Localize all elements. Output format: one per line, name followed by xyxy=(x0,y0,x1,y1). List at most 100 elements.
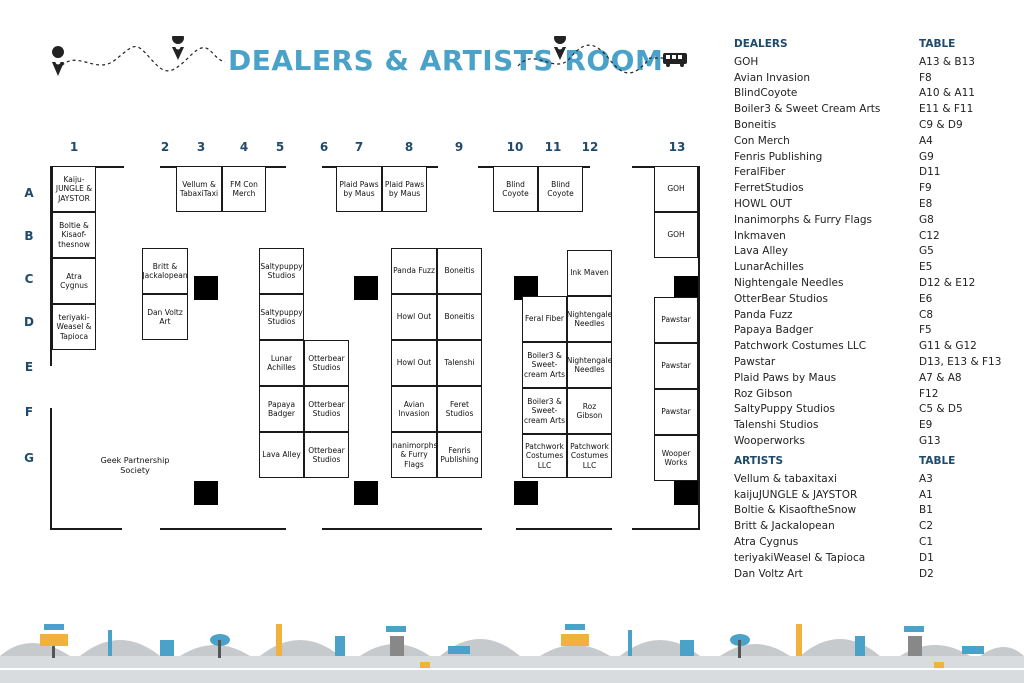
booth-a3[interactable]: Vellum & TabaxiTaxi xyxy=(176,166,222,212)
dealer-name: OtterBear Studios xyxy=(734,292,828,305)
dealer-name: LunarAchilles xyxy=(734,261,804,274)
booth-f6[interactable]: Otterbear Studios xyxy=(304,386,349,432)
booth-f11[interactable]: Boiler3 & Sweet-cream Arts xyxy=(522,388,567,434)
row-label: C xyxy=(24,272,34,286)
booth-e6[interactable]: Otterbear Studios xyxy=(304,340,349,386)
booth-g12[interactable]: Patchwork Costumes LLC xyxy=(567,434,612,478)
wall xyxy=(698,166,700,530)
booth-f8[interactable]: Avian Invasion xyxy=(391,386,437,432)
booth-a7[interactable]: Plaid Paws by Maus xyxy=(336,166,382,212)
booth-g13[interactable]: Wooper Works xyxy=(654,435,698,481)
booth-d8[interactable]: Howl Out xyxy=(391,294,437,340)
booth-f5[interactable]: Papaya Badger xyxy=(259,386,304,432)
page-title: DEALERS & ARTISTS ROOM xyxy=(228,44,664,77)
dealer-name: Patchwork Costumes LLC xyxy=(734,340,867,353)
booth-c2[interactable]: Britt & Jackalopean xyxy=(142,248,188,294)
booth-a4[interactable]: FM Con Merch xyxy=(222,166,266,212)
column-label: 4 xyxy=(239,140,249,154)
booth-d13[interactable]: Pawstar xyxy=(654,297,698,343)
artists-header-name: ARTISTS xyxy=(734,454,784,467)
artists-header-table: TABLE xyxy=(919,454,956,467)
row-label: E xyxy=(24,360,34,374)
map-pin-icon xyxy=(554,36,566,60)
column-label: 6 xyxy=(319,140,329,154)
dealer-table: F8 xyxy=(919,71,932,84)
dealer-name: Plaid Paws by Maus xyxy=(734,371,837,384)
booth-a11[interactable]: Blind Coyote xyxy=(538,166,583,212)
row-label: G xyxy=(24,451,34,465)
booth-e13[interactable]: Pawstar xyxy=(654,343,698,389)
booth-d11[interactable]: Feral Fiber xyxy=(522,296,567,342)
pillar xyxy=(674,276,698,300)
wall xyxy=(632,528,700,530)
booth-a10[interactable]: Blind Coyote xyxy=(493,166,538,212)
row-label: A xyxy=(24,186,34,200)
booth-c9[interactable]: Boneitis xyxy=(437,248,482,294)
booth-f9[interactable]: Feret Studios xyxy=(437,386,482,432)
booth-d5[interactable]: Saltypuppy Studios xyxy=(259,294,304,340)
booth-g8[interactable]: Inanimorphs & Furry Flags xyxy=(391,432,437,478)
booth-c1[interactable]: Atra Cygnus xyxy=(52,258,96,304)
booth-d9[interactable]: Boneitis xyxy=(437,294,482,340)
artist-name: kaijuJUNGLE & JAYSTOR xyxy=(734,488,858,501)
booth-d1[interactable]: teriyaki-Weasel & Tapioca xyxy=(52,304,96,350)
dealer-table: C12 xyxy=(919,229,940,242)
booth-g6[interactable]: Otterbear Studios xyxy=(304,432,349,478)
dealer-table: G9 xyxy=(919,150,934,163)
booth-a8[interactable]: Plaid Paws by Maus xyxy=(382,166,427,212)
booth-e12[interactable]: Nightengale Needles xyxy=(567,342,612,388)
booth-d2[interactable]: Dan Voltz Art xyxy=(142,294,188,340)
dealer-table: C8 xyxy=(919,308,934,321)
booth-c5[interactable]: Saltypuppy Studios xyxy=(259,248,304,294)
booth-e11[interactable]: Boiler3 & Sweet-cream Arts xyxy=(522,342,567,388)
booth-f12[interactable]: Roz Gibson xyxy=(567,388,612,434)
dealer-table: A13 & B13 xyxy=(919,55,975,68)
booth-e9[interactable]: Talenshi xyxy=(437,340,482,386)
dealer-table: D13, E13 & F13 xyxy=(919,356,1002,369)
booth-g5[interactable]: Lava Alley xyxy=(259,432,304,478)
dealer-table: G8 xyxy=(919,213,934,226)
dealer-row: Avian Invasion F8 xyxy=(734,70,1014,86)
artist-table: A1 xyxy=(919,488,933,501)
pillar xyxy=(194,481,218,505)
artist-table: A3 xyxy=(919,472,933,485)
booth-a13[interactable]: GOH xyxy=(654,166,698,212)
booth-g11[interactable]: Patchwork Costumes LLC xyxy=(522,434,567,478)
artist-table: D1 xyxy=(919,551,934,564)
booth-b13[interactable]: GOH xyxy=(654,212,698,258)
booth-e5[interactable]: Lunar Achilles xyxy=(259,340,304,386)
dealer-table: C9 & D9 xyxy=(919,119,963,132)
booth-g9[interactable]: Fenris Publishing xyxy=(437,432,482,478)
dealer-table: E5 xyxy=(919,261,933,274)
dealers-header: DEALERS TABLE xyxy=(734,38,1014,50)
booth-f13[interactable]: Pawstar xyxy=(654,389,698,435)
booth-d12[interactable]: Nightengale Needles xyxy=(567,296,612,342)
dealer-name: Inanimorphs & Furry Flags xyxy=(734,213,873,226)
floor-plan: 1 2 3 4 5 6 7 8 9 10 11 12 13 A B C D E … xyxy=(24,140,700,530)
booth-b1[interactable]: Boltie & Kisaof-thesnow xyxy=(52,212,96,258)
dealer-name: Lava Alley xyxy=(734,245,788,258)
dealer-name: Avian Invasion xyxy=(734,71,810,84)
booth-c8[interactable]: Panda Fuzz xyxy=(391,248,437,294)
artist-name: Atra Cygnus xyxy=(734,536,799,548)
pillar xyxy=(354,276,378,300)
booth-a1[interactable]: Kaiju-JUNGLE & JAYSTOR xyxy=(52,166,96,212)
artist-name: teriyakiWeasel & Tapioca xyxy=(734,551,866,564)
dealers-header-table: TABLE xyxy=(919,38,956,50)
title-decoration-left xyxy=(52,36,226,76)
booth-e8[interactable]: Howl Out xyxy=(391,340,437,386)
dealer-table: D12 & E12 xyxy=(919,277,976,290)
dealer-name: Panda Fuzz xyxy=(734,308,793,321)
map-pin-icon xyxy=(52,46,65,76)
row-label: B xyxy=(24,229,34,243)
artist-name: Britt & Jackalopean xyxy=(734,520,835,533)
booth-c12[interactable]: Ink Maven xyxy=(567,250,612,296)
